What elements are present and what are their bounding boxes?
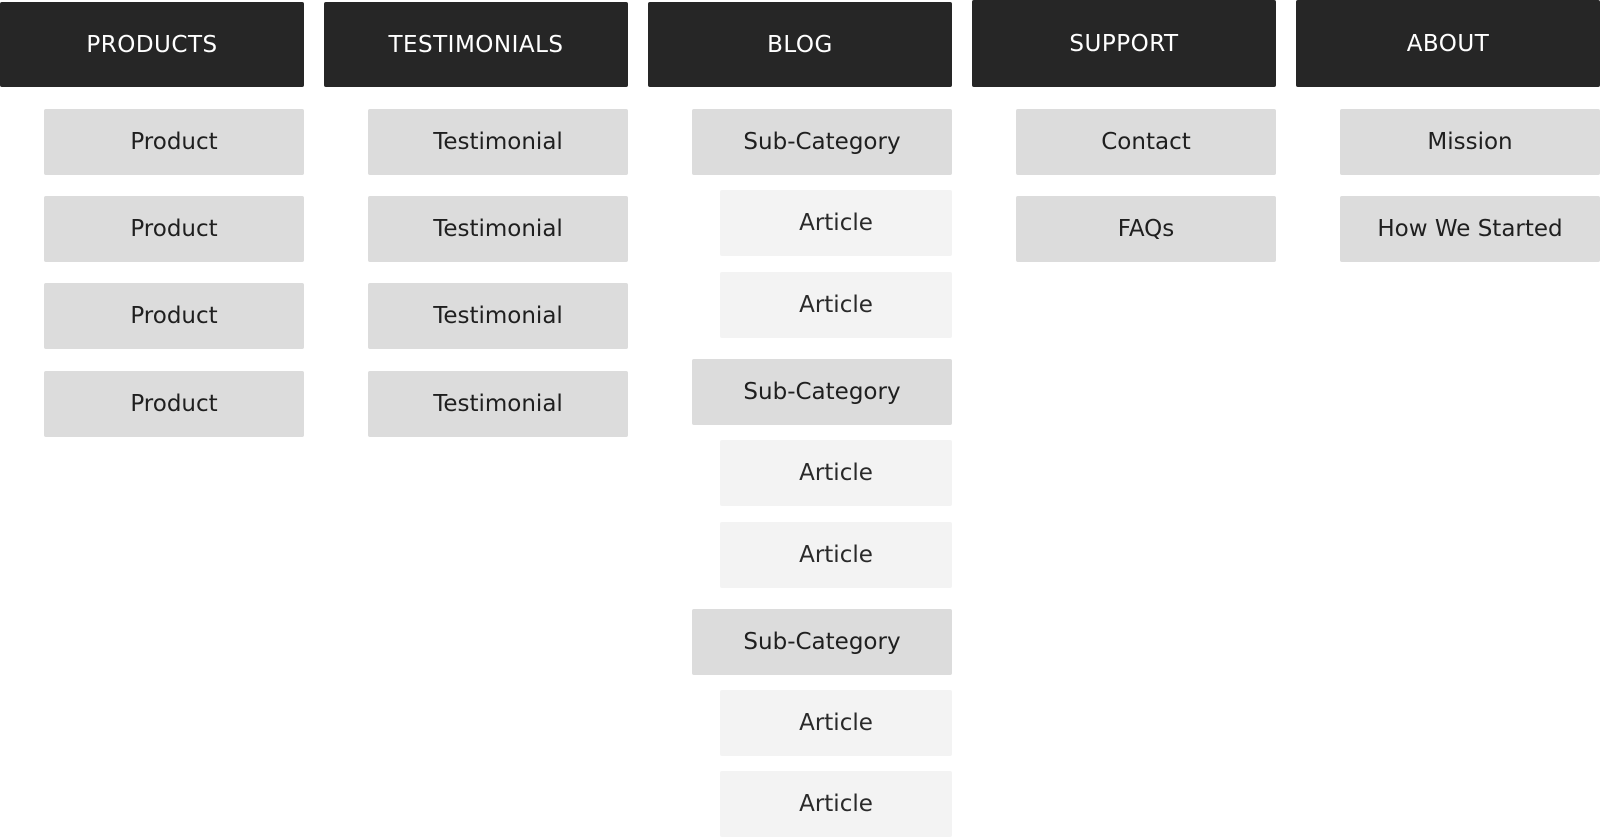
product-item-3[interactable]: Product (44, 283, 304, 349)
blog-subcategory-2[interactable]: Sub-Category (692, 359, 952, 425)
blog-article-3-1[interactable]: Article (720, 690, 952, 756)
blog-article-1-2[interactable]: Article (720, 272, 952, 338)
testimonial-item-1[interactable]: Testimonial (368, 109, 628, 175)
header-about[interactable]: ABOUT (1296, 0, 1600, 87)
support-item-contact[interactable]: Contact (1016, 109, 1276, 175)
blog-article-2-2[interactable]: Article (720, 522, 952, 588)
blog-subcategory-3[interactable]: Sub-Category (692, 609, 952, 675)
blog-article-2-1[interactable]: Article (720, 440, 952, 506)
product-item-1[interactable]: Product (44, 109, 304, 175)
header-blog[interactable]: BLOG (648, 2, 952, 87)
product-item-2[interactable]: Product (44, 196, 304, 262)
blog-article-3-2[interactable]: Article (720, 771, 952, 837)
about-item-mission[interactable]: Mission (1340, 109, 1600, 175)
testimonial-item-3[interactable]: Testimonial (368, 283, 628, 349)
product-item-4[interactable]: Product (44, 371, 304, 437)
support-item-faqs[interactable]: FAQs (1016, 196, 1276, 262)
blog-subcategory-1[interactable]: Sub-Category (692, 109, 952, 175)
testimonial-item-4[interactable]: Testimonial (368, 371, 628, 437)
testimonial-item-2[interactable]: Testimonial (368, 196, 628, 262)
header-testimonials[interactable]: TESTIMONIALS (324, 2, 628, 87)
header-support[interactable]: SUPPORT (972, 0, 1276, 87)
blog-article-1-1[interactable]: Article (720, 190, 952, 256)
about-item-how-we-started[interactable]: How We Started (1340, 196, 1600, 262)
header-products[interactable]: PRODUCTS (0, 2, 304, 87)
